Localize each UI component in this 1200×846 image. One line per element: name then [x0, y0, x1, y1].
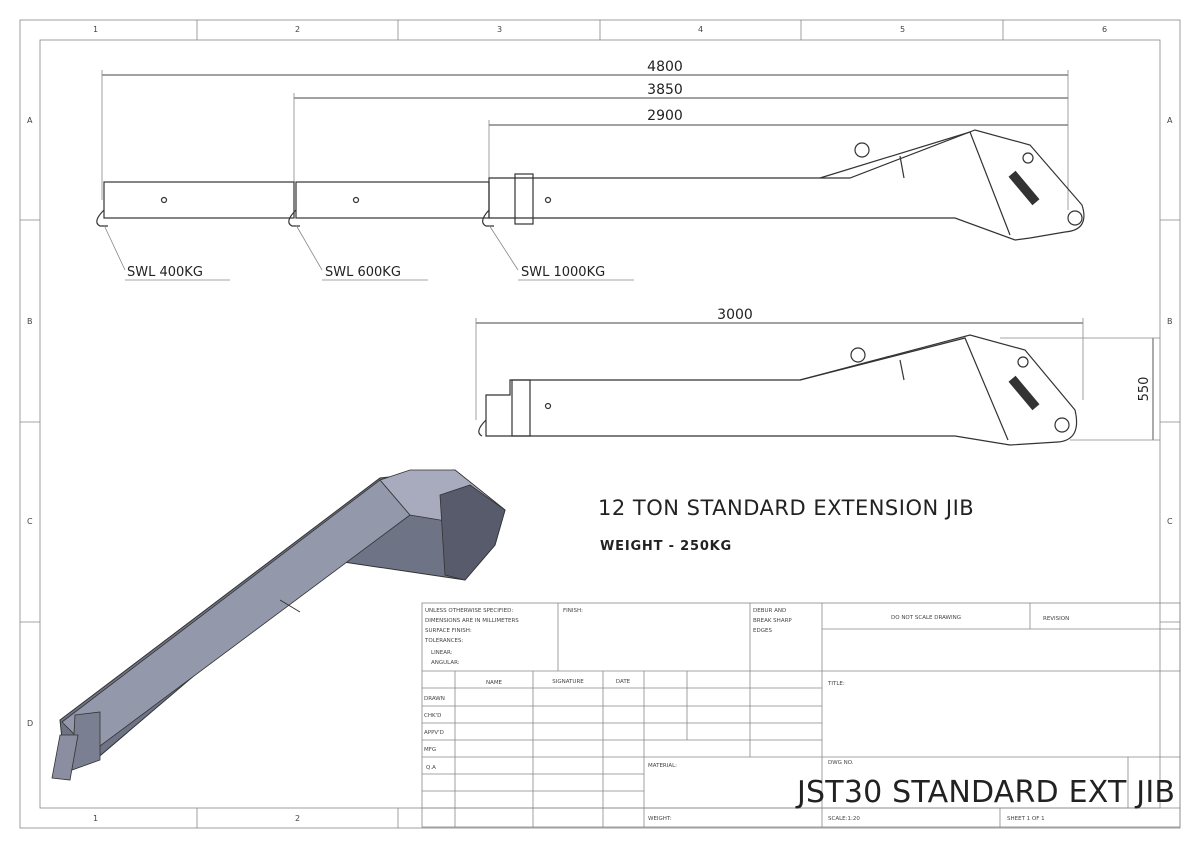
- dimension-2900: 2900: [647, 108, 683, 124]
- inner-border: [39, 39, 1161, 809]
- zone-dividers: [20, 20, 1180, 828]
- outer-border: [19, 19, 1181, 829]
- title-block-text: UNLESS OTHERWISE SPECIFIED: DIMENSIONS A…: [424, 608, 1175, 822]
- zone-row-a-right: A: [1167, 116, 1173, 125]
- col-date: DATE: [616, 679, 631, 685]
- title-label: TITLE:: [827, 681, 845, 687]
- zone-col-6: 6: [1102, 25, 1107, 34]
- drawing-heading: 12 TON STANDARD EXTENSION JIB: [598, 496, 974, 520]
- dimension-4800: 4800: [647, 59, 683, 75]
- zone-row-c: C: [27, 517, 33, 526]
- zone-row-a: A: [27, 116, 33, 125]
- zone-col-5: 5: [900, 25, 905, 34]
- swl-label-1000: SWL 1000KG: [521, 265, 605, 280]
- side-view-jib: [478, 334, 1078, 446]
- row-qa: Q.A: [426, 765, 436, 771]
- material-label: MATERIAL:: [648, 763, 677, 769]
- note-tolerances: TOLERANCES:: [424, 638, 464, 644]
- isometric-jib: [51, 469, 506, 781]
- deburr-line-1: DEBUR AND: [753, 608, 786, 614]
- zone-col-2-bottom: 2: [295, 814, 300, 823]
- note-surface: SURFACE FINISH:: [425, 628, 472, 634]
- row-mfg: MFG: [424, 747, 436, 753]
- zone-col-2: 2: [295, 25, 300, 34]
- title-block-grid: [421, 602, 1181, 828]
- dimension-3850: 3850: [647, 82, 683, 98]
- zone-col-4: 4: [698, 25, 703, 34]
- row-appvd: APPV'D: [424, 730, 444, 736]
- scale-label: SCALE:1:20: [828, 816, 860, 822]
- sheet-label: SHEET 1 OF 1: [1007, 816, 1045, 822]
- deburr-line-3: EDGES: [753, 628, 772, 634]
- side-view-dimensions: 3000 550: [475, 307, 1160, 441]
- revision-label: REVISION: [1043, 616, 1069, 622]
- zone-row-b: B: [27, 317, 33, 326]
- weight-label: WEIGHT:: [648, 816, 672, 822]
- zone-row-b-right: B: [1167, 317, 1173, 326]
- col-signature: SIGNATURE: [552, 679, 584, 685]
- note-angular: ANGULAR:: [431, 660, 460, 666]
- zone-col-1-bottom: 1: [93, 814, 98, 823]
- weight-heading: WEIGHT - 250KG: [600, 539, 732, 554]
- zone-col-3: 3: [497, 25, 502, 34]
- dimension-550: 550: [1137, 377, 1152, 402]
- note-unless: UNLESS OTHERWISE SPECIFIED:: [425, 608, 513, 614]
- swl-label-600: SWL 600KG: [325, 265, 401, 280]
- row-chkd: CHK'D: [424, 713, 441, 719]
- row-drawn: DRAWN: [424, 696, 445, 702]
- note-linear: LINEAR:: [431, 650, 453, 656]
- dwg-no-label: DWG NO.: [828, 760, 854, 766]
- zone-col-1: 1: [93, 25, 98, 34]
- top-view-jib: [96, 129, 1085, 281]
- zone-labels: 1 2 3 4 5 6 1 2 A B C D A B C: [27, 25, 1173, 823]
- swl-label-400: SWL 400KG: [127, 265, 203, 280]
- top-view-dimensions: 4800 3850 2900: [101, 59, 1069, 210]
- finish-label: FINISH:: [563, 608, 583, 614]
- drawing-title: JST30 STANDARD EXT JIB: [795, 775, 1175, 810]
- zone-row-c-right: C: [1167, 517, 1173, 526]
- col-name: NAME: [486, 680, 503, 686]
- dimension-3000: 3000: [717, 307, 753, 323]
- do-not-scale-label: DO NOT SCALE DRAWING: [891, 615, 961, 621]
- deburr-line-2: BREAK SHARP: [753, 618, 792, 624]
- zone-row-d: D: [27, 719, 33, 728]
- note-dimensions: DIMENSIONS ARE IN MILLIMETERS: [425, 618, 519, 624]
